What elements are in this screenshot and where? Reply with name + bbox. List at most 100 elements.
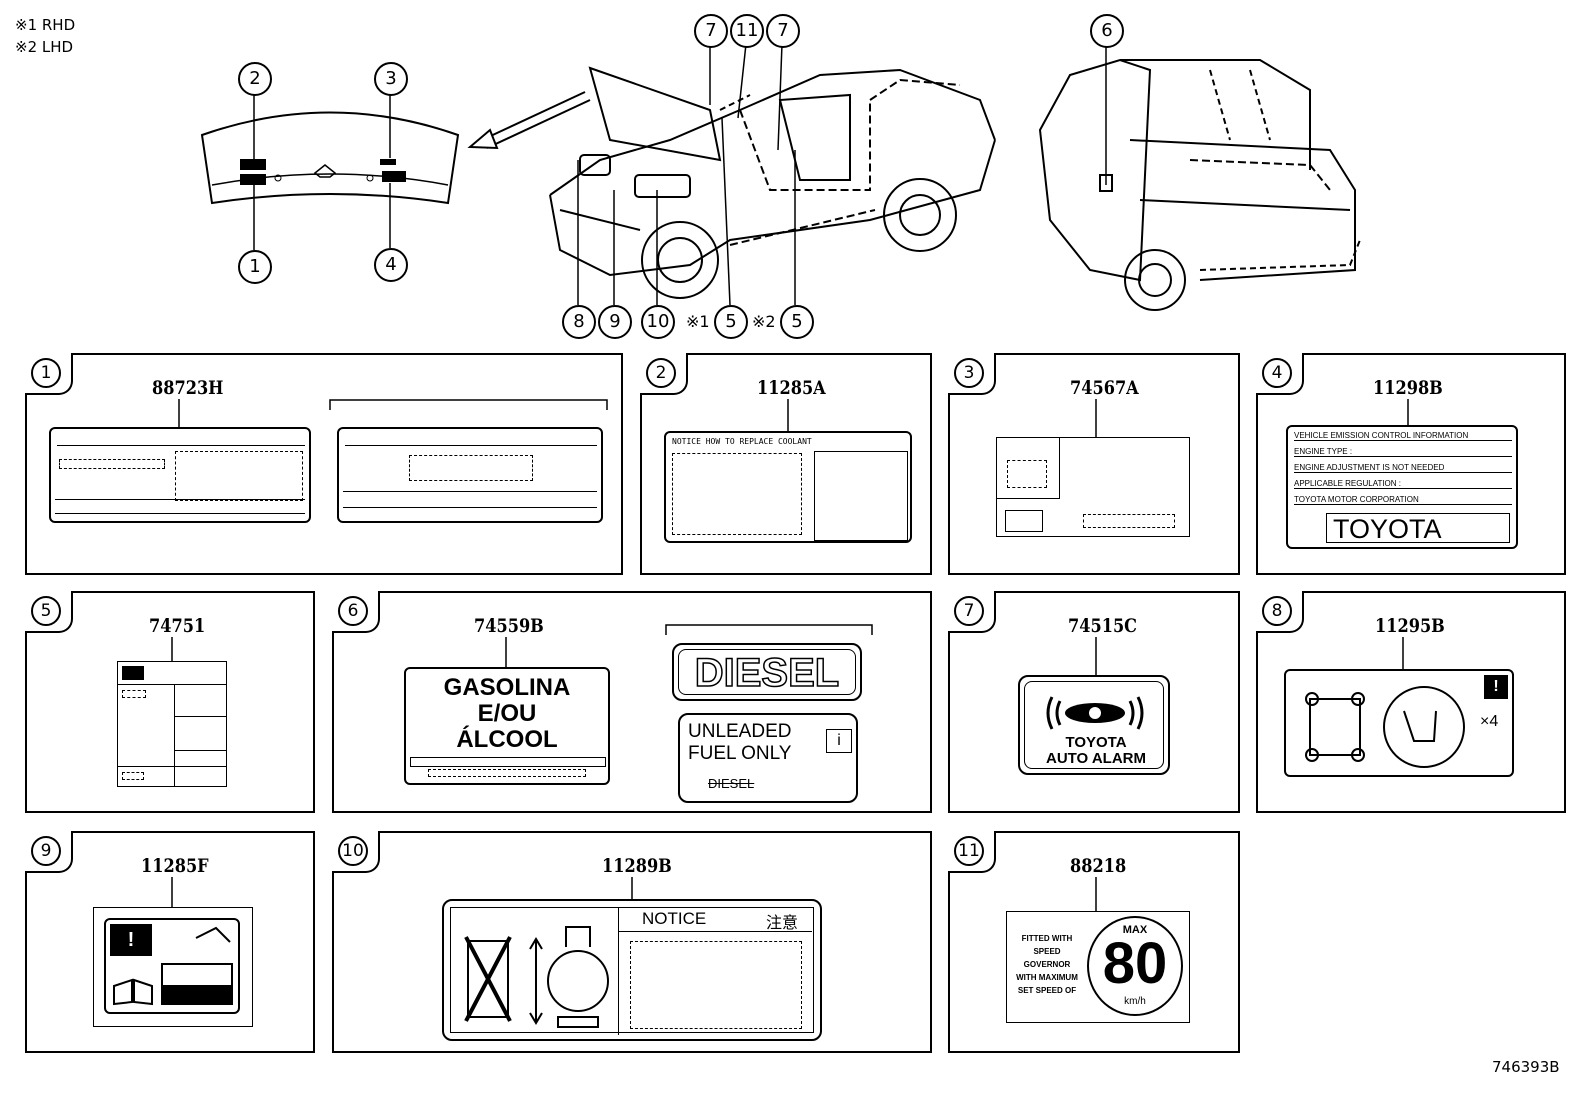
panel-9-number: 9 (31, 836, 61, 866)
panel-7-part-number: 74515C (1068, 615, 1138, 637)
label-11298b-line5: TOYOTA MOTOR CORPORATION (1294, 495, 1512, 505)
panel-2-number: 2 (646, 358, 676, 388)
callout-2: 2 (238, 62, 272, 96)
panel-11-leader (1095, 877, 1097, 911)
label-88218-line2: SPEED (1033, 947, 1061, 956)
label-11289b-notice: NOTICE (642, 909, 707, 928)
callout-4: 4 (374, 248, 408, 282)
panel-6-leaders (505, 624, 873, 667)
panel-1: 1 88723H (25, 353, 623, 575)
panel-1-leaders (178, 399, 608, 429)
callout-7b: 7 (766, 14, 800, 48)
note-lhd: ※2 LHD (15, 38, 74, 56)
panel-10: 10 11289B NOTICE 注意 (332, 831, 932, 1053)
panel-9-part-number: 11285F (141, 855, 209, 877)
label-88723h-a (49, 427, 311, 523)
panel-2-part-number: 11285A (757, 377, 826, 399)
panel-5-part-number: 74751 (149, 615, 206, 637)
label-diesel-text: DIESEL (678, 649, 856, 696)
hood-underside-illustration (200, 111, 460, 205)
label-74559b-diesel: DIESEL (672, 643, 862, 701)
panel-2-leader (787, 399, 789, 431)
label-11295b: ! ×4 (1284, 669, 1514, 777)
callout-8: 8 (562, 305, 596, 339)
panel-5-leader (171, 637, 173, 661)
callout-5b-prefix: ※2 (752, 312, 776, 331)
callout-5a-prefix: ※1 (686, 312, 710, 331)
panel-3: 3 74567A (948, 353, 1240, 575)
warning-icon: ! (110, 924, 152, 956)
panel-8-leader (1402, 637, 1404, 669)
panel-4-number: 4 (1262, 358, 1292, 388)
label-unleaded-line2: FUEL ONLY (688, 743, 792, 764)
label-11298b: VEHICLE EMISSION CONTROL INFORMATION ENG… (1286, 425, 1518, 549)
panel-11-number: 11 (954, 836, 984, 866)
callout-6: 6 (1090, 14, 1124, 48)
label-88218-line1: FITTED WITH (1021, 934, 1073, 943)
label-11298b-line1: VEHICLE EMISSION CONTROL INFORMATION (1294, 431, 1512, 441)
callout-11: 11 (730, 14, 764, 48)
panel-8-number: 8 (1262, 596, 1292, 626)
label-11295b-times: ×4 (1480, 713, 1499, 730)
label-88218-line4: WITH MAXIMUM (1016, 973, 1078, 982)
callout-10: 10 (641, 305, 675, 339)
panel-10-part-number: 11289B (602, 855, 672, 877)
panel-8: 8 11295B ! ×4 (1256, 591, 1566, 813)
panel-7-leader (1095, 637, 1097, 675)
panel-4: 4 11298B VEHICLE EMISSION CONTROL INFORM… (1256, 353, 1566, 575)
panel-9-leader (171, 877, 173, 907)
panel-3-leader (1095, 399, 1097, 437)
label-11285a: NOTICE HOW TO REPLACE COOLANT (664, 431, 912, 543)
warning-icon: ! (1484, 675, 1508, 699)
label-88218-line3: GOVERNOR (1023, 960, 1071, 969)
label-gasolina-line1: GASOLINA (443, 674, 571, 701)
callout-5a: 5 (714, 305, 748, 339)
label-88218-unit: km/h (1124, 996, 1146, 1007)
panel-2: 2 11285A NOTICE HOW TO REPLACE COOLANT (640, 353, 932, 575)
tire-change-diagram (1305, 686, 1465, 768)
panel-10-number: 10 (338, 836, 368, 866)
panel-5-number: 5 (31, 596, 61, 626)
panel-6-number: 6 (338, 596, 368, 626)
panel-1-number: 1 (31, 358, 61, 388)
label-88218-max: MAX (1122, 924, 1148, 936)
panel-9: 9 11285F ! (25, 831, 315, 1053)
label-11285f: ! (93, 907, 253, 1027)
label-11289b: NOTICE 注意 (442, 899, 822, 1041)
panel-3-part-number: 74567A (1070, 377, 1139, 399)
label-74515c: TOYOTA AUTO ALARM (1018, 675, 1170, 775)
label-11285a-title: HOW TO REPLACE COOLANT (705, 437, 812, 446)
manual-book-icon: i (826, 729, 852, 753)
manual-book-icon (113, 978, 153, 1006)
panel-1-part-number: 88723H (152, 377, 224, 399)
callout-5b: 5 (780, 305, 814, 339)
callout-3: 3 (374, 62, 408, 96)
callout-1: 1 (238, 250, 272, 284)
alarm-car-icon (1046, 696, 1144, 730)
label-alarm-line1: TOYOTA (1065, 734, 1127, 751)
panel-4-part-number: 11298B (1373, 377, 1443, 399)
label-74559b-unleaded: UNLEADED FUEL ONLY i DIESEL (678, 713, 858, 803)
panel-7-number: 7 (954, 596, 984, 626)
label-74751 (117, 661, 227, 787)
label-unleaded-diesel-crossed: DIESEL (708, 776, 755, 791)
panel-11: 11 88218 FITTED WITH SPEED GOVERNOR WITH… (948, 831, 1240, 1053)
jack-diagram (464, 926, 609, 1028)
label-11289b-notice-jp: 注意 (766, 913, 799, 932)
label-88218: FITTED WITH SPEED GOVERNOR WITH MAXIMUM … (1006, 911, 1190, 1023)
panel-5: 5 74751 (25, 591, 315, 813)
label-alarm-line2: AUTO ALARM (1046, 750, 1146, 767)
label-88723h-b (337, 427, 603, 523)
label-11298b-brand: TOYOTA (1326, 513, 1510, 544)
coolant-reservoir-icon (161, 926, 233, 1005)
panel-10-leader (631, 877, 633, 899)
label-gasolina-line3: ÁLCOOL (456, 726, 558, 753)
label-11298b-line2: ENGINE TYPE : (1294, 447, 1512, 457)
truck-rear-illustration (1038, 58, 1361, 311)
panel-11-part-number: 88218 (1070, 855, 1127, 877)
panel-7: 7 74515C TOYOTA AUTO ALARM (948, 591, 1240, 813)
label-74567a (996, 437, 1190, 537)
